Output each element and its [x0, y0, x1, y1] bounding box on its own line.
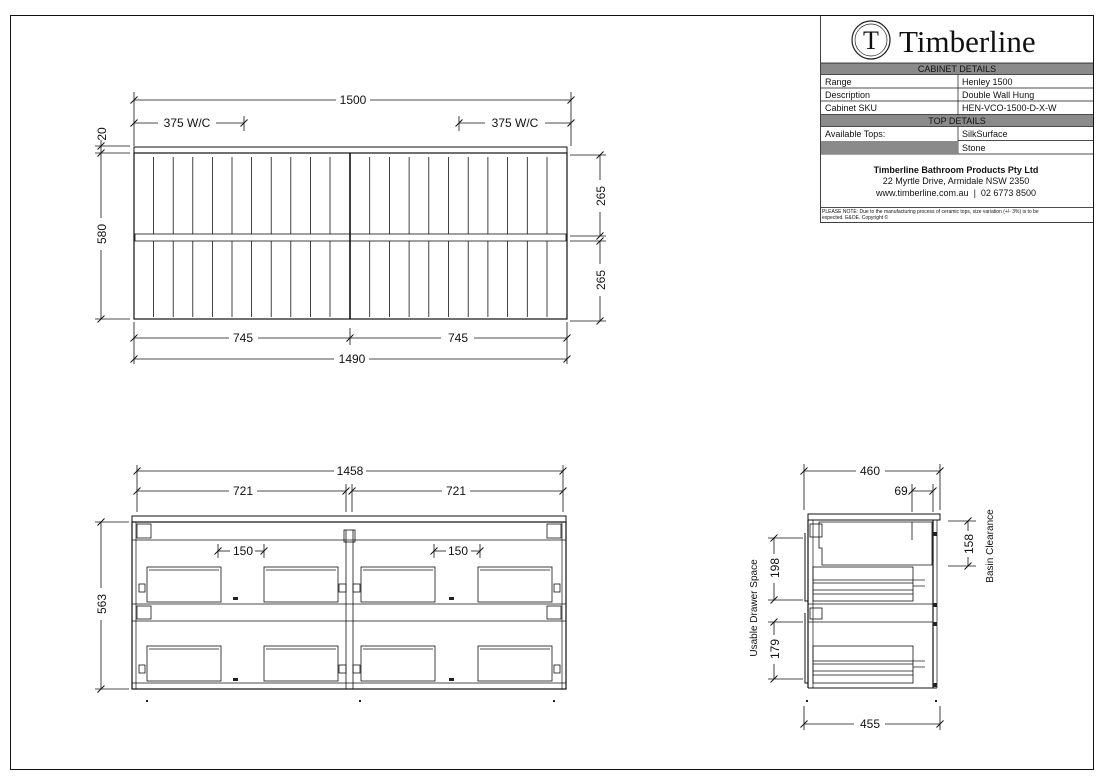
dim-section-gap-left: 150: [233, 544, 253, 558]
top-details-grid: [821, 126, 1093, 208]
dim-section-gap-right: 150: [448, 544, 468, 558]
drawer-box: [360, 645, 436, 682]
dim-front-height: 580: [95, 224, 109, 244]
dim-section-half-right: 721: [446, 484, 466, 498]
front-dimensions: [95, 92, 606, 364]
drawer-box: [263, 645, 339, 682]
cabinet-sku-label: Cabinet SKU: [825, 103, 877, 113]
available-tops-label: Available Tops:: [825, 129, 885, 139]
front-elevation: [133, 146, 568, 320]
note-line-2: expected. E&OE. Copyright ©: [822, 214, 889, 221]
cabinet-details-header: CABINET DETAILS: [918, 64, 996, 74]
top-option-stone: Stone: [962, 143, 986, 153]
drawer-box: [477, 645, 553, 682]
timberline-logo: [851, 20, 891, 60]
logo-letter: T: [863, 26, 879, 55]
dim-front-wc-left: 375 W/C: [164, 116, 211, 130]
dim-front-overall-width: 1500: [340, 93, 367, 107]
dim-side-basin-clearance: 158: [962, 534, 976, 554]
dim-front-carcass-width: 1490: [339, 352, 366, 366]
section-drawer-boxes: [146, 566, 553, 682]
dim-side-drawer-space-bottom: 179: [768, 639, 782, 659]
top-option-silksurface: SilkSurface: [962, 129, 1008, 139]
top-details-header: TOP DETAILS: [928, 116, 986, 126]
side-small-fills: [806, 532, 937, 702]
front-vertical-slats: [153, 157, 548, 317]
section-small-fills: [146, 597, 555, 702]
dim-front-drawer-top: 265: [594, 186, 608, 206]
drawer-box: [477, 566, 553, 603]
cabinet-range-label: Range: [825, 77, 852, 87]
dim-side-depth-top: 460: [860, 464, 880, 478]
dim-section-overall-width: 1458: [337, 464, 364, 478]
brand-name: Timberline: [899, 24, 1036, 59]
cabinet-sku-value: HEN-VCO-1500-D-X-W: [962, 103, 1057, 113]
drawer-box: [146, 645, 222, 682]
dim-side-depth-bottom: 455: [860, 717, 880, 731]
dim-side-offset: 69: [894, 484, 908, 498]
cabinet-description-value: Double Wall Hung: [962, 90, 1034, 100]
side-view: [804, 513, 941, 689]
section-dimensions: [95, 465, 567, 693]
dim-front-half-left: 745: [233, 331, 253, 345]
dim-section-half-left: 721: [233, 484, 253, 498]
drawer-box: [146, 566, 222, 603]
company-address: 22 Myrtle Drive, Armidale NSW 2350: [883, 176, 1030, 186]
section-view: [131, 515, 567, 690]
dim-front-wc-right: 375 W/C: [492, 116, 539, 130]
cabinet-description-label: Description: [825, 90, 870, 100]
drawer-box: [263, 566, 339, 603]
company-name: Timberline Bathroom Products Pty Ltd: [874, 165, 1039, 175]
label-basin-clearance: Basin Clearance: [985, 509, 996, 583]
top-details-header-bg: [821, 115, 1093, 126]
cabinet-details-grid: [821, 62, 1093, 115]
label-usable-drawer-space: Usable Drawer Space: [749, 559, 760, 657]
note-line-1: PLEASE NOTE: Due to the manufacturing pr…: [822, 209, 1039, 215]
drawer-box: [360, 566, 436, 603]
cabinet-range-value: Henley 1500: [962, 77, 1013, 87]
dim-side-drawer-space-top: 198: [768, 558, 782, 578]
dim-front-top-thickness: 20: [95, 127, 109, 141]
cabinet-details-header-bg: [821, 63, 1093, 74]
dim-front-drawer-bottom: 265: [594, 270, 608, 290]
dim-front-half-right: 745: [448, 331, 468, 345]
dim-section-height: 563: [95, 594, 109, 614]
sheet-border: [10, 15, 1094, 770]
title-block: [820, 15, 1094, 223]
company-contact: www.timberline.com.au | 02 6773 8500: [875, 188, 1036, 198]
side-dimensions: [768, 464, 976, 730]
top-details-empty-cell: [821, 141, 958, 154]
